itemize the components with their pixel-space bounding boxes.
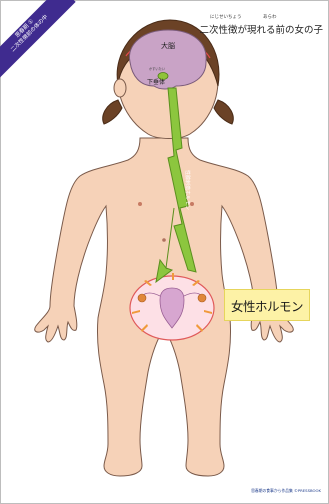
title-ruby-1: にじせいちょう: [210, 14, 242, 20]
footer-credit: 思春期の食事から作品集 ©PRESSBOOK: [251, 488, 321, 494]
brain-label: 大脳: [161, 41, 175, 50]
hormone-callout: 女性ホルモン: [224, 289, 310, 321]
head: [103, 20, 233, 139]
page-title: 二次性徴が現れる前の女の子: [199, 22, 323, 36]
brain: [129, 30, 206, 89]
hypothalamus-ruby: かすいたい: [149, 66, 165, 71]
ovary-left: [138, 294, 146, 302]
title-ruby-2: あらわ: [263, 14, 277, 20]
arrow-label: 性腺刺激ホルモン: [184, 170, 191, 210]
hormone-label: 女性ホルモン: [225, 296, 309, 315]
hypothalamus-label: 下垂体: [147, 78, 165, 86]
ovary-right: [198, 294, 206, 302]
